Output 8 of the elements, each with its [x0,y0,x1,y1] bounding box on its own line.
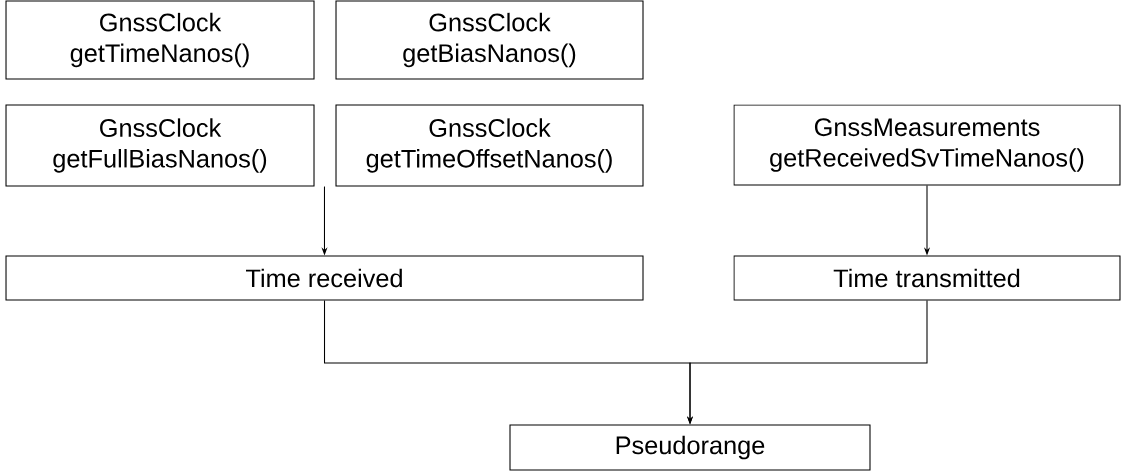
process-box: GnssClock getFullBiasNanos() [5,104,315,187]
process-box: GnssMeasurements getReceivedSvTimeNanos() [733,104,1121,186]
process-box: Time received [5,255,644,301]
process-box: GnssClock getBiasNanos() [335,0,644,80]
process-box: Time transmitted [733,255,1121,301]
process-box: GnssClock getTimeNanos() [5,0,315,80]
process-box: Pseudorange [509,424,871,471]
process-box: GnssClock getTimeOffsetNanos() [335,104,644,187]
